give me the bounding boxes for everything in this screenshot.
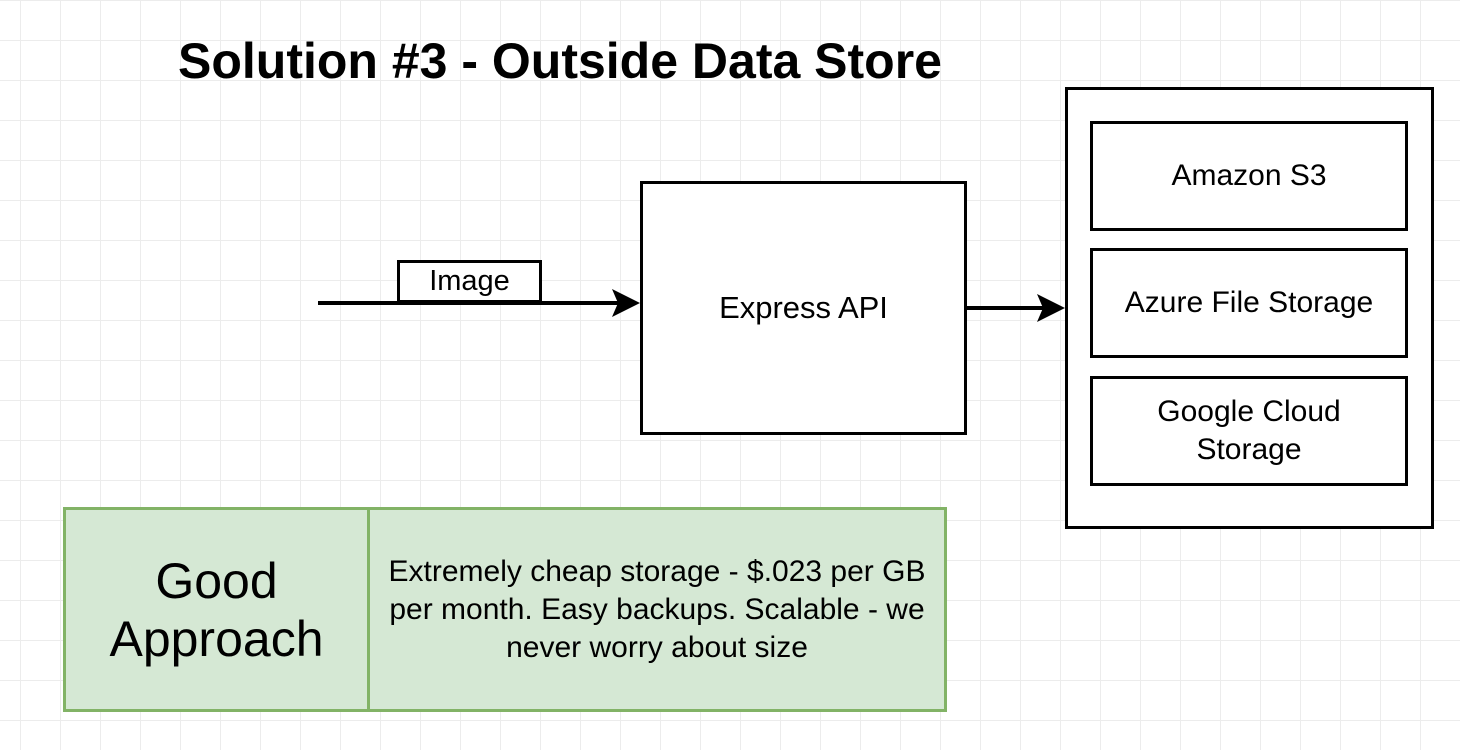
- api-to-storage-arrow: [967, 294, 1065, 322]
- express-api-label: Express API: [719, 290, 888, 325]
- storage-item-amazon-s3: Amazon S3: [1090, 121, 1408, 231]
- storage-item-google-cloud-storage: Google Cloud Storage: [1090, 376, 1408, 486]
- diagram-title: Solution #3 - Outside Data Store: [178, 33, 942, 89]
- storage-item-label: Azure File Storage: [1124, 286, 1374, 319]
- approach-rating: Good Approach: [66, 510, 370, 709]
- express-api-box: Express API: [640, 181, 967, 435]
- storage-item-label: Google Cloud Storage: [1157, 395, 1341, 466]
- storage-item-azure-file-storage: Azure File Storage: [1090, 248, 1408, 358]
- approach-table: Good Approach Extremely cheap storage - …: [63, 507, 947, 712]
- approach-description: Extremely cheap storage - $.023 per GB p…: [388, 554, 926, 664]
- image-label: Image: [397, 260, 542, 303]
- storage-item-label: Amazon S3: [1171, 159, 1327, 192]
